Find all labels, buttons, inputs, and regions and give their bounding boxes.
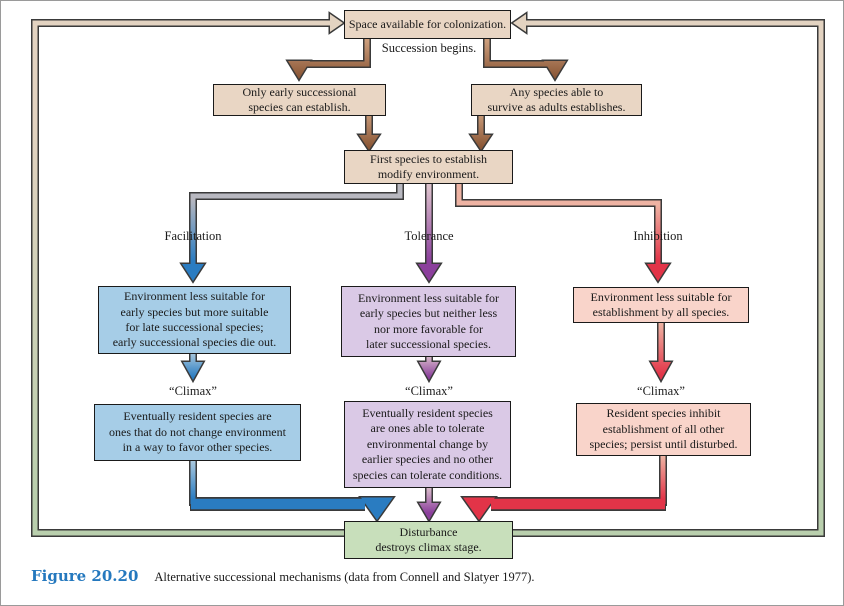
facilitation-arrow [179, 182, 404, 284]
establish-arrow-right [468, 111, 494, 153]
tolerance-disturbance-arrow [416, 486, 442, 523]
succession-arrow-left [285, 39, 371, 82]
inhibition-arrow [455, 182, 672, 284]
disturbance-box: Disturbance destroys climax stage. [344, 521, 513, 559]
facilitation-disturbance-arrow [189, 459, 396, 523]
succession-begins-label: Succession begins. [381, 41, 477, 55]
facilitation-climax-arrow [180, 352, 206, 384]
inhibition-climax-arrow [648, 321, 674, 384]
inhibition-label: Inhibition [633, 229, 683, 243]
facilitation-label: Facilitation [164, 229, 222, 243]
env-facilitation-box: Environment less suitable for early spec… [98, 286, 291, 354]
climax-label-tolerance: “Climax” [405, 384, 453, 398]
establish-arrow-left [356, 111, 382, 153]
first-species-box: First species to establish modify enviro… [344, 150, 513, 184]
inhibition-disturbance-arrow [460, 454, 667, 523]
figure-caption: Figure 20.20 Alternative successional mec… [31, 567, 831, 586]
space-available-box: Space available for colonization. [344, 10, 511, 39]
env-inhibition-box: Environment less suitable for establishm… [573, 287, 749, 323]
succession-arrow-right [483, 39, 569, 82]
climax-label-facilitation: “Climax” [169, 384, 217, 398]
tolerance-climax-arrow [416, 354, 442, 384]
env-tolerance-box: Environment less suitable for early spec… [341, 286, 516, 357]
resident-facilitation-box: Eventually resident species are ones tha… [94, 404, 301, 461]
resident-inhibition-box: Resident species inhibit establishment o… [576, 403, 751, 456]
only-early-box: Only early successional species can esta… [213, 84, 386, 116]
figure-label: Figure 20.20 [31, 567, 139, 585]
caption-text: Alternative successional mechanisms (dat… [154, 570, 535, 584]
tolerance-arrow [415, 182, 443, 284]
feedback-loop-right [510, 11, 825, 537]
feedback-loop-left [31, 11, 346, 537]
climax-label-inhibition: “Climax” [637, 384, 685, 398]
any-species-box: Any species able to survive as adults es… [471, 84, 642, 116]
resident-tolerance-box: Eventually resident species are ones abl… [344, 401, 511, 488]
tolerance-label: Tolerance [404, 229, 454, 243]
